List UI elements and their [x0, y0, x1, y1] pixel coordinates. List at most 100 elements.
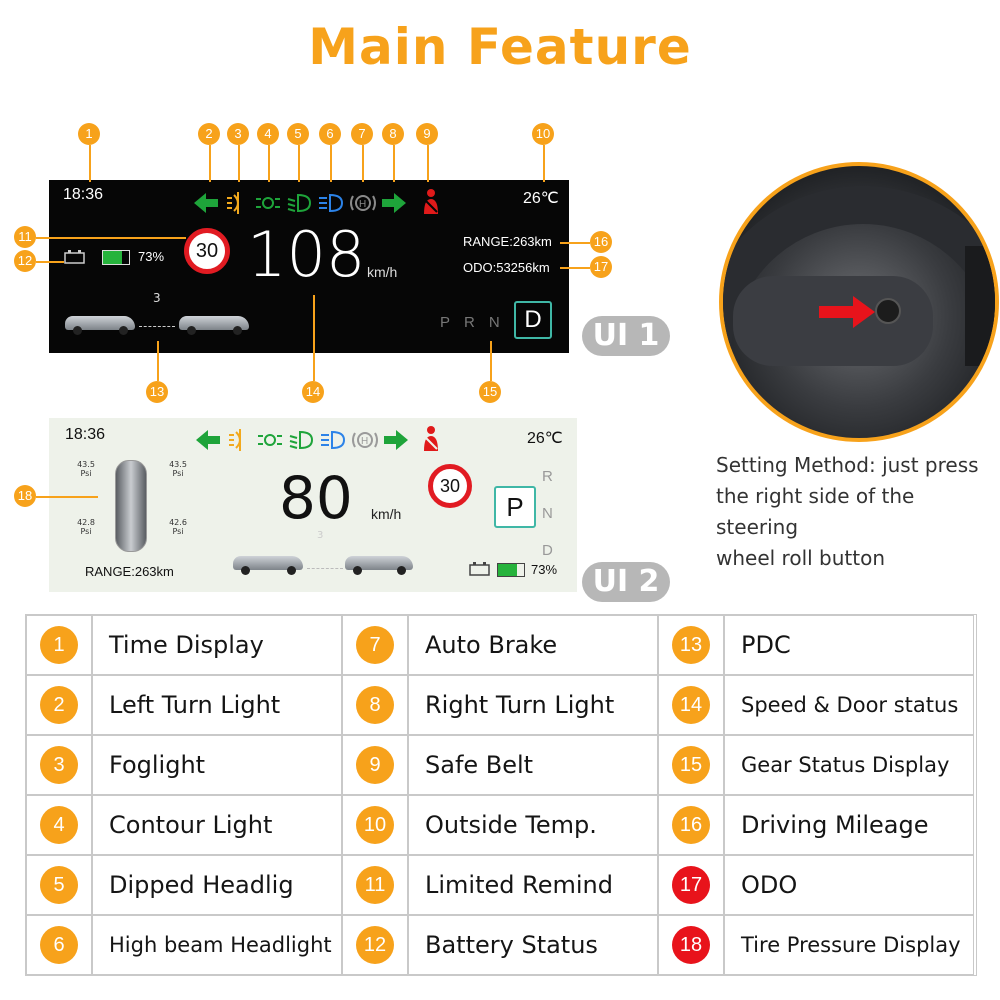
speed-value: 108 — [247, 218, 366, 291]
callout-13: 13 — [146, 381, 168, 403]
right-arrow-icon — [382, 193, 406, 213]
car-rear-image — [65, 316, 135, 330]
left-arrow-icon — [196, 430, 220, 450]
legend-number: 15 — [672, 746, 710, 784]
leader-line — [543, 145, 545, 182]
time-display: 18:36 — [63, 186, 104, 203]
legend-number: 1 — [40, 626, 78, 664]
callout-1: 1 — [78, 123, 100, 145]
leader-line — [313, 295, 315, 381]
gear-n: N — [488, 314, 514, 331]
legend-number-cell: 9 — [342, 735, 408, 795]
legend-number-cell: 5 — [26, 855, 92, 915]
legend-number: 13 — [672, 626, 710, 664]
svg-text:H: H — [361, 436, 368, 447]
steering-hub — [733, 276, 933, 366]
ui2-badge: UI 2 — [582, 562, 670, 602]
legend-number: 4 — [40, 806, 78, 844]
car-tire — [397, 566, 406, 575]
car-tire — [187, 326, 196, 335]
gear-p: P — [440, 314, 465, 331]
svg-text:H: H — [359, 199, 366, 210]
callout-4: 4 — [257, 123, 279, 145]
legend-number: 9 — [356, 746, 394, 784]
tire-unit: Psi — [172, 527, 184, 536]
leader-line — [36, 261, 64, 263]
leader-line — [560, 267, 590, 269]
callout-10: 10 — [532, 123, 554, 145]
gear-active: P — [494, 486, 536, 528]
legend-label: Limited Remind — [408, 855, 658, 915]
legend-label: Time Display — [92, 615, 342, 675]
legend-number: 3 — [40, 746, 78, 784]
car-tire — [119, 326, 128, 335]
callout-12: 12 — [14, 250, 36, 272]
callout-18: 18 — [14, 485, 36, 507]
legend-number-cell: 18 — [658, 915, 724, 975]
pdc-gap-line — [139, 326, 175, 327]
legend-label: Driving Mileage — [724, 795, 974, 855]
range-display: RANGE:263km — [463, 234, 552, 249]
legend-label: Contour Light — [92, 795, 342, 855]
tire-unit: Psi — [172, 469, 184, 478]
setting-line-3: wheel roll button — [716, 546, 886, 570]
callout-8: 8 — [382, 123, 404, 145]
setting-line-2: the right side of the steering — [716, 484, 915, 539]
left-arrow-icon — [194, 193, 218, 213]
pdc-gap-line — [307, 568, 343, 569]
legend-number-cell: 12 — [342, 915, 408, 975]
legend-number-cell: 4 — [26, 795, 92, 855]
legend-label: Auto Brake — [408, 615, 658, 675]
callout-14: 14 — [302, 381, 324, 403]
high-beam-icon — [319, 193, 344, 213]
callout-6: 6 — [319, 123, 341, 145]
legend-number-cell: 11 — [342, 855, 408, 915]
display-edge — [965, 246, 995, 366]
gear-inactive: PRN — [440, 314, 514, 331]
dipped-headlight-icon — [289, 430, 314, 450]
battery-level-bar — [102, 250, 130, 265]
red-arrow-icon — [819, 296, 875, 328]
auto-brake-icon: H — [352, 432, 378, 448]
indicator-bar: H — [194, 192, 406, 214]
battery-percent: 73% — [138, 249, 165, 264]
callout-7: 7 — [351, 123, 373, 145]
setting-method-text: Setting Method: just press the right sid… — [716, 450, 986, 574]
legend-label: PDC — [724, 615, 974, 675]
legend-label: Tire Pressure Display — [724, 915, 974, 975]
legend-label: Speed & Door status — [724, 675, 974, 735]
legend-number: 16 — [672, 806, 710, 844]
legend-label: High beam Headlight — [92, 915, 342, 975]
legend-label: Outside Temp. — [408, 795, 658, 855]
car-tire — [233, 326, 242, 335]
car-front-image — [179, 316, 249, 330]
right-arrow-icon — [384, 430, 408, 450]
callout-15: 15 — [479, 381, 501, 403]
tire-rr-value: 42.6 — [169, 518, 187, 527]
car-tire — [241, 566, 250, 575]
leader-line — [268, 145, 270, 182]
tire-fl-value: 43.5 — [77, 460, 95, 469]
callout-16: 16 — [590, 231, 612, 253]
leader-line — [89, 145, 91, 182]
speed-limit-sign: 30 — [428, 464, 472, 508]
legend-number-cell: 2 — [26, 675, 92, 735]
legend-label: Foglight — [92, 735, 342, 795]
leader-line — [298, 145, 300, 182]
legend-label: Safe Belt — [408, 735, 658, 795]
contour-light-icon — [258, 434, 282, 446]
callout-9: 9 — [416, 123, 438, 145]
tire-rl-value: 42.8 — [77, 518, 95, 527]
ui1-badge: UI 1 — [582, 316, 670, 356]
time-display: 18:36 — [65, 426, 106, 443]
car-front-image — [345, 556, 413, 570]
seatbelt-icon — [424, 189, 438, 214]
contour-light-icon — [256, 197, 280, 209]
gear-active: D — [514, 301, 552, 339]
outside-temp: 26℃ — [527, 430, 563, 447]
